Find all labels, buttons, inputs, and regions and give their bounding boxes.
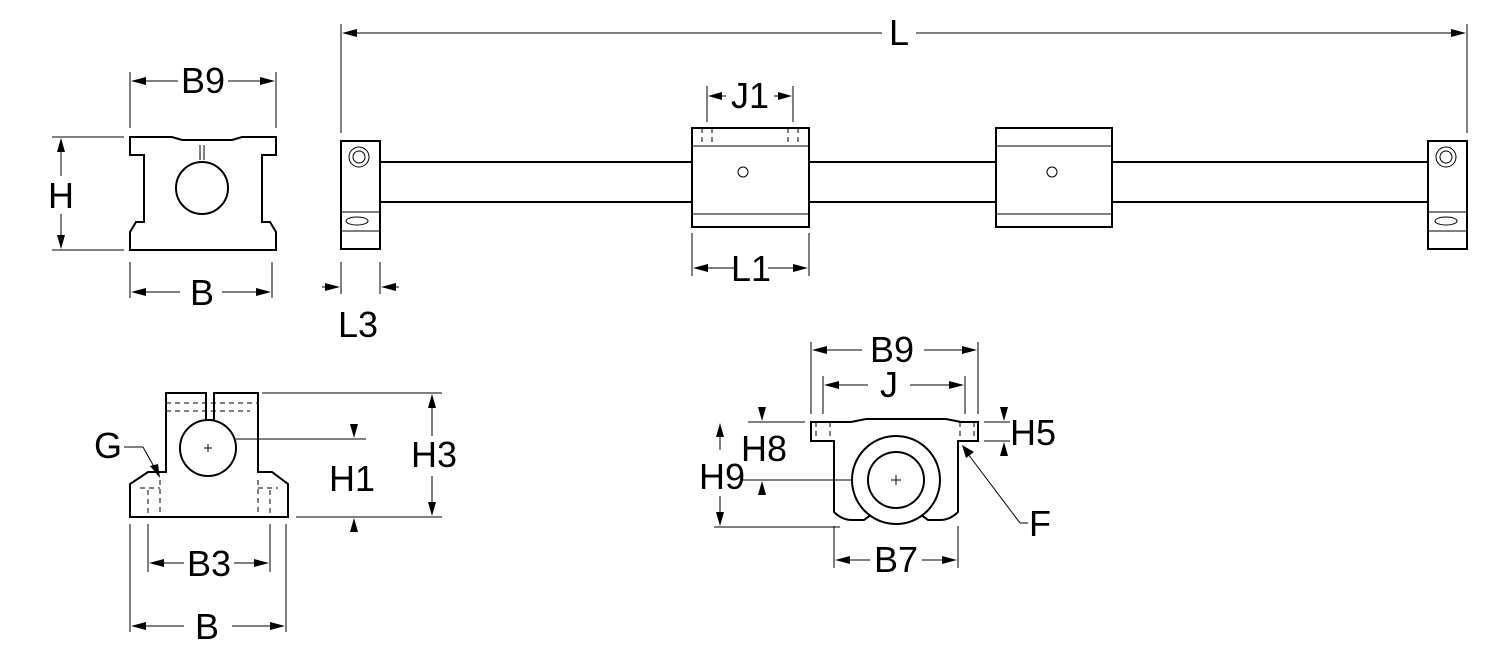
dimension-h5: H5 xyxy=(984,407,1056,456)
end-view-support-block xyxy=(129,136,277,251)
dimension-b3: B3 xyxy=(147,524,271,584)
label-h: H xyxy=(48,175,74,216)
label-h5: H5 xyxy=(1010,412,1056,453)
label-b-bottom: B xyxy=(195,606,219,647)
label-h1: H1 xyxy=(329,458,375,499)
label-l: L xyxy=(889,12,909,53)
dimension-h8-h9: H8 H9 xyxy=(699,407,852,528)
label-b-top: B xyxy=(190,272,214,313)
label-j1: J1 xyxy=(731,75,769,116)
label-j: J xyxy=(880,364,898,405)
label-h9: H9 xyxy=(699,456,745,497)
dimension-b-bottom: B xyxy=(129,524,287,647)
label-b3: B3 xyxy=(187,543,231,584)
rail-side-view xyxy=(340,127,1468,250)
label-b9-top: B9 xyxy=(181,60,225,101)
label-b7: B7 xyxy=(874,539,918,580)
label-h3: H3 xyxy=(411,434,457,475)
pillow-block-end-view xyxy=(810,418,979,525)
dimension-l: L xyxy=(340,12,1468,133)
dimension-j: J xyxy=(822,364,966,414)
dimension-b9-right: B9 xyxy=(810,329,979,414)
label-g: G xyxy=(94,425,122,466)
dimension-h3: H3 xyxy=(262,392,457,516)
support-front-view xyxy=(129,392,289,518)
label-l3: L3 xyxy=(338,304,378,345)
dimension-h1: H1 xyxy=(236,424,442,532)
label-h8: H8 xyxy=(741,428,787,469)
dimension-b-top: B xyxy=(129,262,273,313)
dimension-b9-top: B9 xyxy=(129,60,277,128)
label-f: F xyxy=(1029,503,1051,544)
dimension-l3: L3 xyxy=(322,262,399,345)
label-b9-right: B9 xyxy=(870,329,914,370)
callout-g: G xyxy=(94,425,160,478)
dimension-j1: J1 xyxy=(706,75,794,122)
callout-f: F xyxy=(962,445,1051,544)
label-l1: L1 xyxy=(731,248,771,289)
dimension-b7: B7 xyxy=(833,526,959,580)
dimension-l1: L1 xyxy=(691,233,810,289)
dimension-h: H xyxy=(48,136,124,251)
